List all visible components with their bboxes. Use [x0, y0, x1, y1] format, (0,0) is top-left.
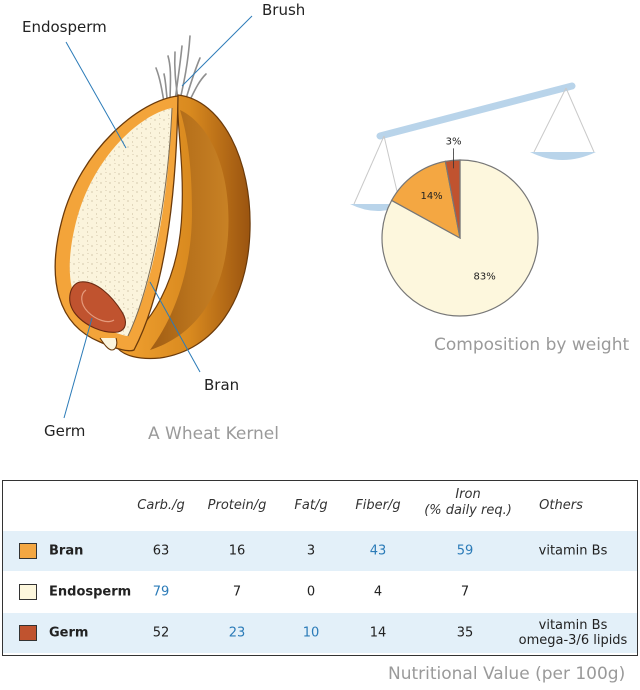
- table-cell: 35: [456, 625, 474, 641]
- table-cell: 4: [373, 584, 383, 600]
- composition-caption: Composition by weight: [434, 335, 630, 355]
- table-cell: 16: [228, 543, 246, 559]
- brush-label: Brush: [262, 1, 306, 19]
- header-carb: Carb./g: [137, 498, 185, 513]
- bran-label: Bran: [204, 376, 240, 394]
- header-iron-subtitle: (% daily req.): [424, 503, 512, 518]
- kernel-tip: [99, 337, 118, 351]
- table-cell: 63: [152, 543, 170, 559]
- row-name: Endosperm: [49, 584, 132, 600]
- germ-label: Germ: [44, 422, 86, 440]
- composition-pie: 83% 14% 3%: [381, 136, 539, 317]
- table-cell: 10: [302, 625, 320, 641]
- kernel-caption: A Wheat Kernel: [148, 424, 279, 444]
- row-name: Bran: [49, 543, 84, 559]
- others-line: vitamin Bs: [538, 618, 608, 633]
- pie-slice-germ: [444, 159, 461, 239]
- header-protein: Protein/g: [207, 498, 267, 513]
- pie-label: 83%: [474, 272, 496, 283]
- header-fat: Fat/g: [294, 498, 328, 513]
- left-pan-strings: [353, 135, 401, 205]
- header-others: Others: [539, 498, 583, 513]
- table-header: Carb./g Protein/g Fat/g Fiber/g Iron (% …: [3, 481, 637, 531]
- germ-detail: [81, 289, 115, 323]
- table-cell: 59: [456, 543, 474, 559]
- others-line: vitamin Bs: [538, 543, 608, 559]
- table-cell: 7: [460, 584, 470, 600]
- bran-shell-inner: [150, 110, 229, 350]
- table-cell: 7: [232, 584, 242, 600]
- row-swatch: [19, 584, 37, 600]
- leader-lines: [63, 15, 253, 419]
- table-cell: 23: [228, 625, 246, 641]
- table-row: Endosperm 79 7 0 4 7: [3, 572, 637, 612]
- pie-slice-bran: [390, 160, 461, 240]
- right-pan-strings: [533, 87, 595, 153]
- others-cell: vitamin Bs: [513, 544, 633, 559]
- right-pan: [530, 152, 596, 160]
- endosperm-label: Endosperm: [22, 18, 107, 36]
- nutrition-table: Carb./g Protein/g Fat/g Fiber/g Iron (% …: [2, 480, 638, 656]
- table-cell: 0: [306, 584, 316, 600]
- others-line: omega-3/6 lipids: [518, 633, 628, 648]
- header-iron: Iron (% daily req.): [413, 487, 523, 519]
- header-fiber: Fiber/g: [355, 498, 401, 513]
- table-cell: 79: [152, 584, 170, 600]
- germ-shape: [69, 281, 127, 333]
- table-row: Bran 63 16 3 43 59 vitamin Bs: [3, 531, 637, 571]
- table-caption: Nutritional Value (per 100g): [388, 664, 626, 684]
- wheat-kernel-illustration: [54, 15, 253, 419]
- table-cell: 3: [306, 543, 316, 559]
- endosperm-speckle: [69, 108, 172, 336]
- crease-line: [127, 107, 173, 337]
- pie-label: 3%: [446, 136, 462, 147]
- row-swatch: [19, 625, 37, 641]
- pie-label: 14%: [420, 191, 442, 202]
- row-name: Germ: [49, 625, 89, 641]
- row-swatch: [19, 543, 37, 559]
- header-iron-title: Iron: [455, 487, 481, 502]
- table-cell: 52: [152, 625, 170, 641]
- table-cell: 14: [369, 625, 387, 641]
- composition-scale: 83% 14% 3%: [350, 82, 596, 317]
- table-cell: 43: [369, 543, 387, 559]
- scale-beam: [376, 82, 576, 140]
